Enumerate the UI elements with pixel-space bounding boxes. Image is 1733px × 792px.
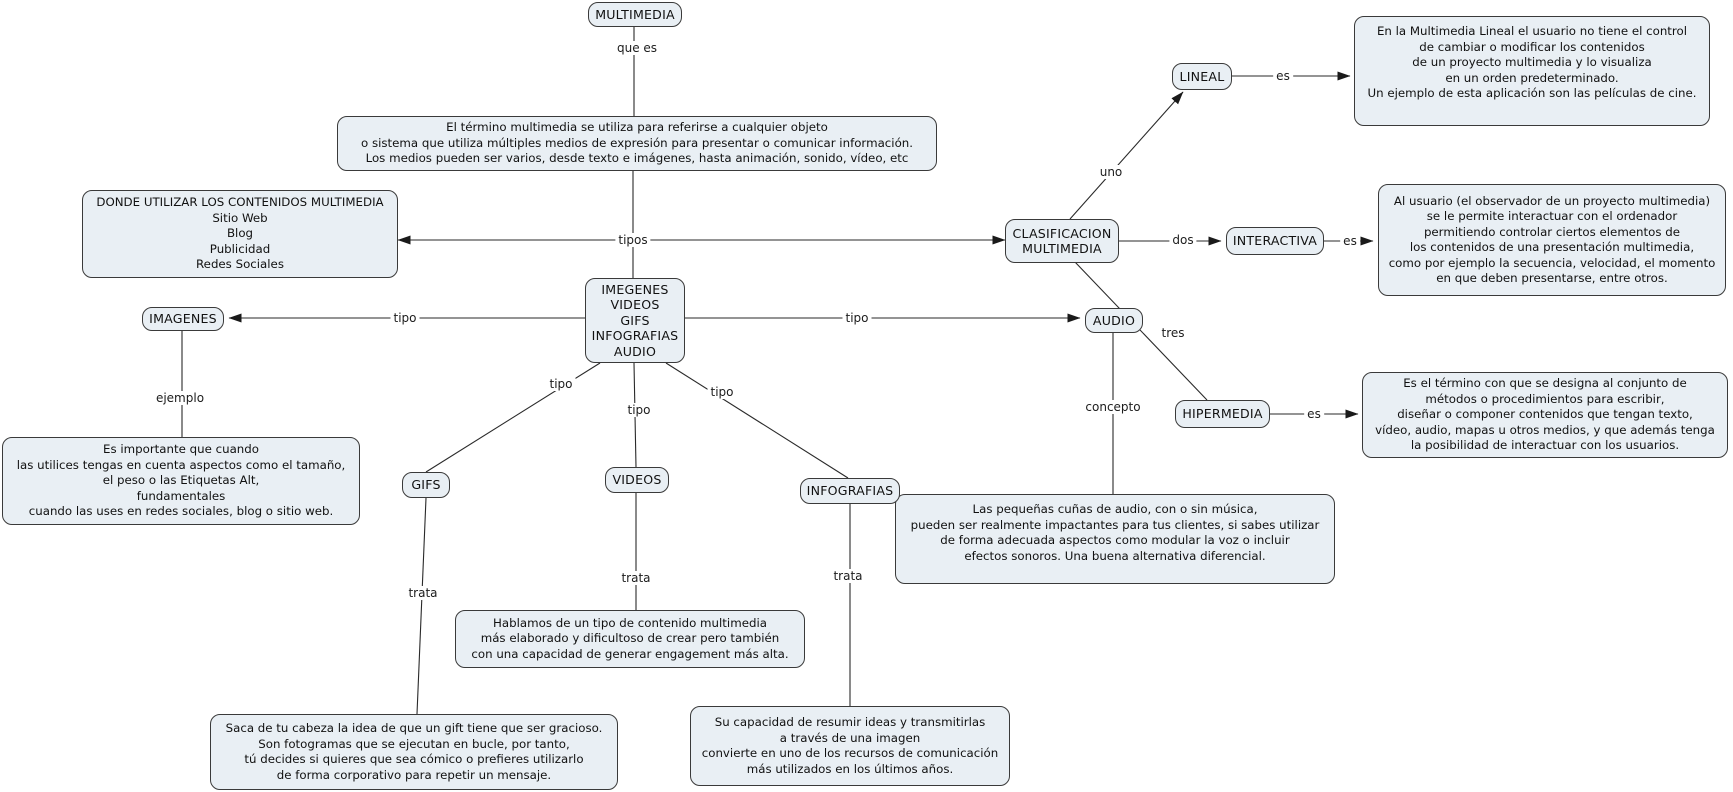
node-audio[interactable]: AUDIO [1085, 308, 1143, 333]
link-label-trata-gifs[interactable]: trata [405, 586, 441, 600]
link-label-tres[interactable]: tres [1158, 326, 1188, 340]
link-label-trata-videos[interactable]: trata [618, 571, 654, 585]
link-label-tipo-audio[interactable]: tipo [842, 311, 872, 325]
node-infografias-description[interactable]: Su capacidad de resumir ideas y transmit… [690, 706, 1010, 786]
link-label-que-es[interactable]: que es [613, 41, 661, 55]
node-hipermedia[interactable]: HIPERMEDIA [1175, 400, 1270, 428]
link-label-concepto[interactable]: concepto [1082, 400, 1144, 414]
link-label-es-lineal[interactable]: es [1273, 69, 1293, 83]
connector-clasificacion-hipermedia [1074, 261, 1208, 401]
link-label-tipo-imagenes[interactable]: tipo [390, 311, 420, 325]
link-label-ejemplo[interactable]: ejemplo [152, 391, 208, 405]
node-definition[interactable]: El término multimedia se utiliza para re… [337, 116, 937, 171]
connector-central-infografias [665, 362, 849, 479]
link-label-dos[interactable]: dos [1169, 233, 1197, 247]
link-label-es-hipermedia[interactable]: es [1304, 407, 1324, 421]
node-gifs[interactable]: GIFS [402, 472, 450, 498]
link-label-trata-infografias[interactable]: trata [830, 569, 866, 583]
link-label-tipo-videos[interactable]: tipo [624, 403, 654, 417]
node-gifs-description[interactable]: Saca de tu cabeza la idea de que un gift… [210, 714, 618, 790]
node-interactiva-description[interactable]: Al usuario (el observador de un proyecto… [1378, 184, 1726, 296]
node-interactiva[interactable]: INTERACTIVA [1226, 227, 1324, 255]
node-central-tipos[interactable]: IMEGENES VIDEOS GIFS INFOGRAFIAS AUDIO [585, 278, 685, 363]
node-videos[interactable]: VIDEOS [605, 467, 669, 493]
node-imagenes[interactable]: IMAGENES [142, 307, 224, 331]
link-label-es-interactiva[interactable]: es [1340, 234, 1360, 248]
connector-gifs-desc [416, 497, 427, 715]
link-label-uno[interactable]: uno [1096, 165, 1126, 179]
node-multimedia[interactable]: MULTIMEDIA [588, 2, 682, 27]
link-label-tipo-gifs[interactable]: tipo [546, 377, 576, 391]
node-hipermedia-description[interactable]: Es el término con que se designa al conj… [1362, 372, 1728, 458]
node-imagenes-description[interactable]: Es importante que cuando las utilices te… [2, 437, 360, 525]
node-lineal-description[interactable]: En la Multimedia Lineal el usuario no ti… [1354, 16, 1710, 126]
node-lineal[interactable]: LINEAL [1172, 63, 1232, 90]
node-videos-description[interactable]: Hablamos de un tipo de contenido multime… [455, 610, 805, 668]
node-donde-utilizar[interactable]: DONDE UTILIZAR LOS CONTENIDOS MULTIMEDIA… [82, 190, 398, 278]
node-audio-description[interactable]: Las pequeñas cuñas de audio, con o sin m… [895, 494, 1335, 584]
node-infografias[interactable]: INFOGRAFIAS [800, 478, 900, 504]
link-label-tipos[interactable]: tipos [615, 233, 651, 247]
node-clasificacion-multimedia[interactable]: CLASIFICACION MULTIMEDIA [1005, 219, 1119, 263]
connector-clasificacion-lineal [1069, 91, 1184, 220]
link-label-tipo-infografias[interactable]: tipo [707, 385, 737, 399]
